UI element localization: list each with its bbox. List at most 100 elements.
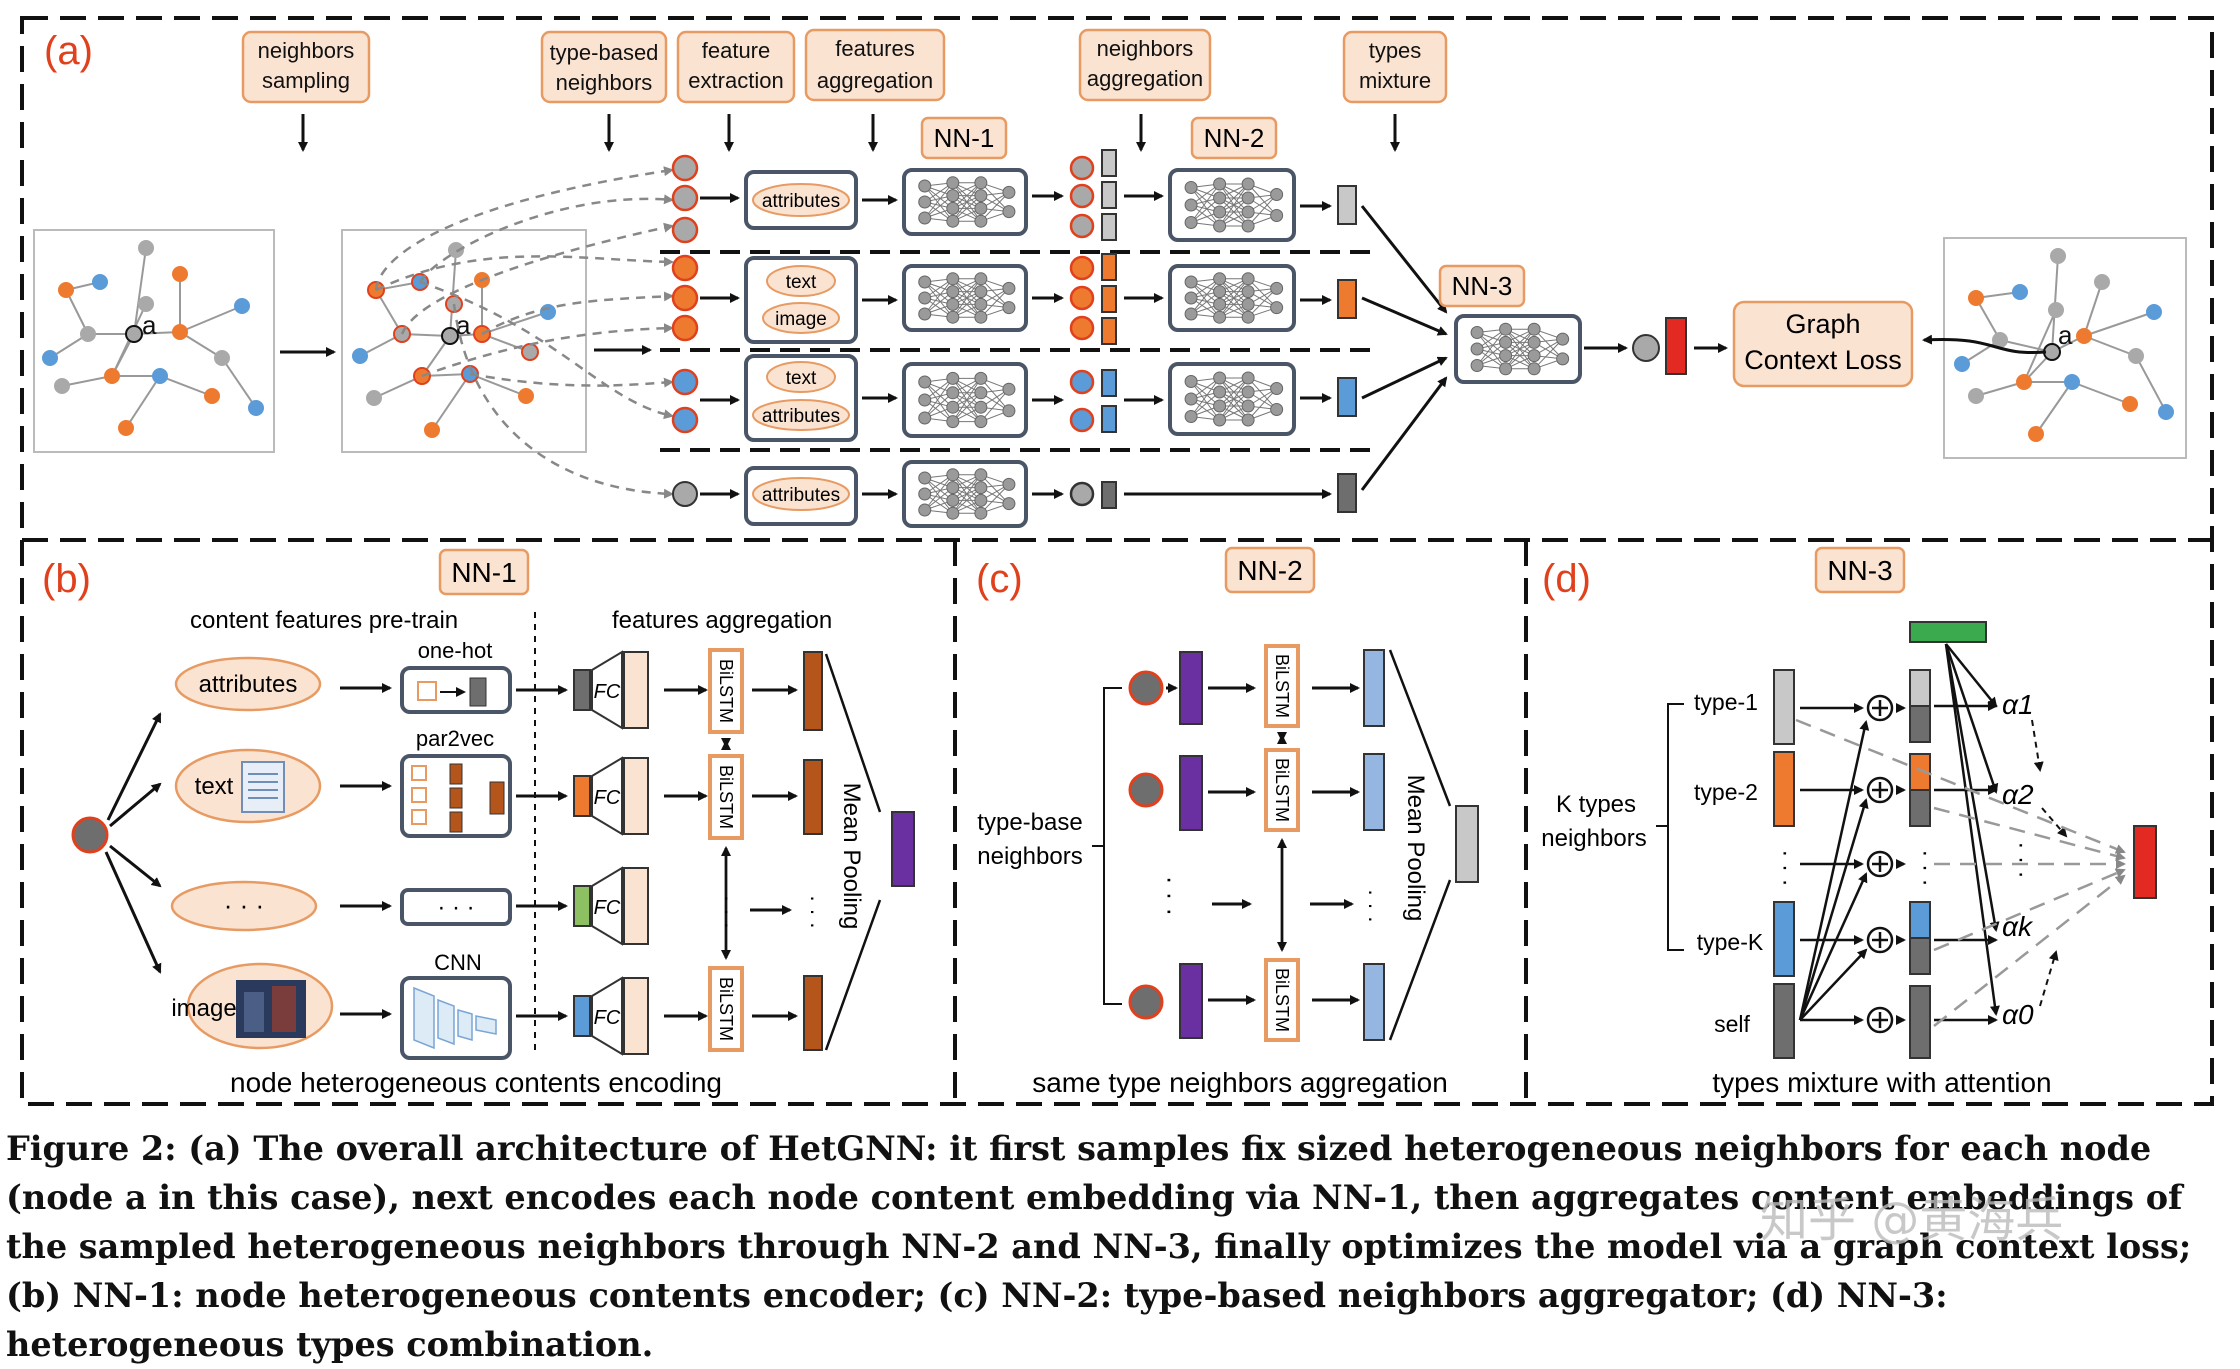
final-node bbox=[1632, 334, 1660, 362]
bilstm-label: BiLSTM bbox=[716, 659, 736, 723]
content-text: text bbox=[195, 773, 234, 800]
step-label: aggregation bbox=[817, 68, 933, 93]
caption-b: node heterogeneous contents encoding bbox=[230, 1067, 722, 1098]
bilstm-label: BiLSTM bbox=[716, 977, 736, 1041]
fc-label: FC bbox=[594, 1007, 621, 1029]
step-label: feature bbox=[702, 38, 771, 63]
fc-label: FC bbox=[594, 897, 621, 919]
feat-text: text bbox=[786, 368, 817, 389]
nn-block bbox=[1168, 264, 1296, 332]
features-agg-label: features aggregation bbox=[612, 607, 832, 634]
sampled-graph: a bbox=[341, 166, 674, 499]
step-label: sampling bbox=[262, 68, 350, 93]
dots-d: · · · bbox=[1772, 849, 1799, 886]
dots-mid: · · · bbox=[715, 895, 740, 929]
fc-blocks: FC FC FC FC bbox=[573, 650, 649, 1056]
plus-icon bbox=[1866, 850, 1894, 878]
step-label: type-based bbox=[550, 40, 659, 65]
nn2-mean-embedding bbox=[1455, 805, 1479, 883]
caption-c: same type neighbors aggregation bbox=[1032, 1067, 1448, 1098]
fc-layer: FC bbox=[573, 866, 649, 946]
feat-image: image bbox=[775, 309, 827, 330]
dots-c2: · · · bbox=[1359, 889, 1384, 923]
type-inputs bbox=[1773, 669, 1795, 1059]
k-types-line2: neighbors bbox=[1541, 825, 1646, 852]
alphak: αk bbox=[2002, 911, 2034, 942]
input-graph: a bbox=[33, 229, 275, 453]
panel-b: NN-1 content features pre-train features… bbox=[71, 548, 915, 1098]
nn2-title: NN-2 bbox=[1237, 555, 1302, 586]
nn-block bbox=[902, 460, 1028, 528]
par2vec-label: par2vec bbox=[416, 726, 494, 751]
plus-icon bbox=[1866, 926, 1894, 954]
panel-label-d: (d) bbox=[1542, 557, 1591, 601]
type1-label: type-1 bbox=[1694, 689, 1758, 715]
nn-block bbox=[902, 264, 1028, 332]
bilstm-label: BiLSTM bbox=[1272, 758, 1292, 822]
row-gray-nodes bbox=[671, 154, 699, 244]
type-base-line2: neighbors bbox=[977, 843, 1082, 870]
content-attributes: attributes bbox=[199, 671, 298, 698]
self-label: self bbox=[1714, 1011, 1750, 1037]
nn-block bbox=[1168, 168, 1296, 242]
dots-box-label: · · · bbox=[437, 894, 474, 921]
bilstm-label: BiLSTM bbox=[716, 765, 736, 829]
panel-a: neighbors sampling type-based neighbors … bbox=[33, 28, 2187, 528]
nn3-title: NN-3 bbox=[1827, 555, 1892, 586]
nn1-mean-embedding bbox=[891, 811, 915, 887]
alpha0: α0 bbox=[2002, 999, 2034, 1030]
step-label: types bbox=[1369, 38, 1422, 63]
nn-blocks bbox=[902, 168, 1582, 528]
type2-label: type-2 bbox=[1694, 779, 1758, 805]
final-embedding bbox=[1665, 317, 1687, 375]
content-dots: · · · bbox=[224, 890, 264, 920]
step-label: extraction bbox=[688, 68, 783, 93]
nn1-outputs bbox=[803, 651, 823, 1051]
dots-col: · · · bbox=[1156, 876, 1186, 916]
node-a-label: a bbox=[142, 310, 157, 340]
dots-alpha: · · · bbox=[2008, 841, 2035, 878]
nn3-label: NN-3 bbox=[1452, 271, 1513, 301]
nn1-output-embeds bbox=[1101, 149, 1117, 509]
one-hot-label: one-hot bbox=[418, 638, 493, 663]
step-label: mixture bbox=[1359, 68, 1431, 93]
step-label: neighbors bbox=[556, 70, 653, 95]
alpha2: α2 bbox=[2002, 779, 2034, 810]
feat-text: text bbox=[786, 272, 817, 293]
bilstm-label: BiLSTM bbox=[1272, 654, 1292, 718]
plus-icon bbox=[1866, 776, 1894, 804]
fc-label: FC bbox=[594, 787, 621, 809]
dots-d2: · · · bbox=[1912, 849, 1939, 886]
nn-block bbox=[1168, 362, 1296, 436]
step-label: features bbox=[835, 36, 915, 61]
panel-c: NN-2 type-base neighbors · · · BiLSTMBiL… bbox=[977, 546, 1479, 1098]
watermark: 知乎 @黄海兵 bbox=[1760, 1192, 2064, 1248]
nn-block bbox=[1454, 314, 1582, 384]
loss-line1: Graph bbox=[1785, 309, 1860, 339]
step-label: aggregation bbox=[1087, 66, 1203, 91]
loss-line2: Context Loss bbox=[1744, 345, 1902, 375]
feat-attributes: attributes bbox=[762, 485, 840, 506]
nn2-outputs bbox=[1363, 649, 1385, 1041]
row-self-node bbox=[672, 481, 698, 507]
row-orange-nodes bbox=[671, 254, 699, 342]
feat-attributes: attributes bbox=[762, 191, 840, 212]
nn1-title: NN-1 bbox=[451, 557, 516, 588]
plus-icon bbox=[1866, 1006, 1894, 1034]
nn-block bbox=[902, 168, 1028, 236]
mean-pooling-b: Mean Pooling bbox=[838, 783, 865, 930]
output-graph: a bbox=[1943, 237, 2187, 459]
figure-caption: Figure 2: (a) The overall architecture o… bbox=[6, 1129, 2192, 1364]
caption-d: types mixture with attention bbox=[1712, 1067, 2051, 1098]
typeK-label: type-K bbox=[1697, 929, 1764, 955]
alpha1: α1 bbox=[2002, 689, 2034, 720]
pretrain-label: content features pre-train bbox=[190, 607, 458, 634]
fc-label: FC bbox=[594, 681, 621, 703]
graph-context-loss-box bbox=[1732, 300, 1914, 388]
attention-vector bbox=[1909, 621, 1987, 643]
fc-layer: FC bbox=[573, 976, 649, 1056]
nn1-label: NN-1 bbox=[934, 123, 995, 153]
neighbor-nodes bbox=[1128, 670, 1164, 1020]
nn3-output-embedding bbox=[2133, 825, 2157, 899]
